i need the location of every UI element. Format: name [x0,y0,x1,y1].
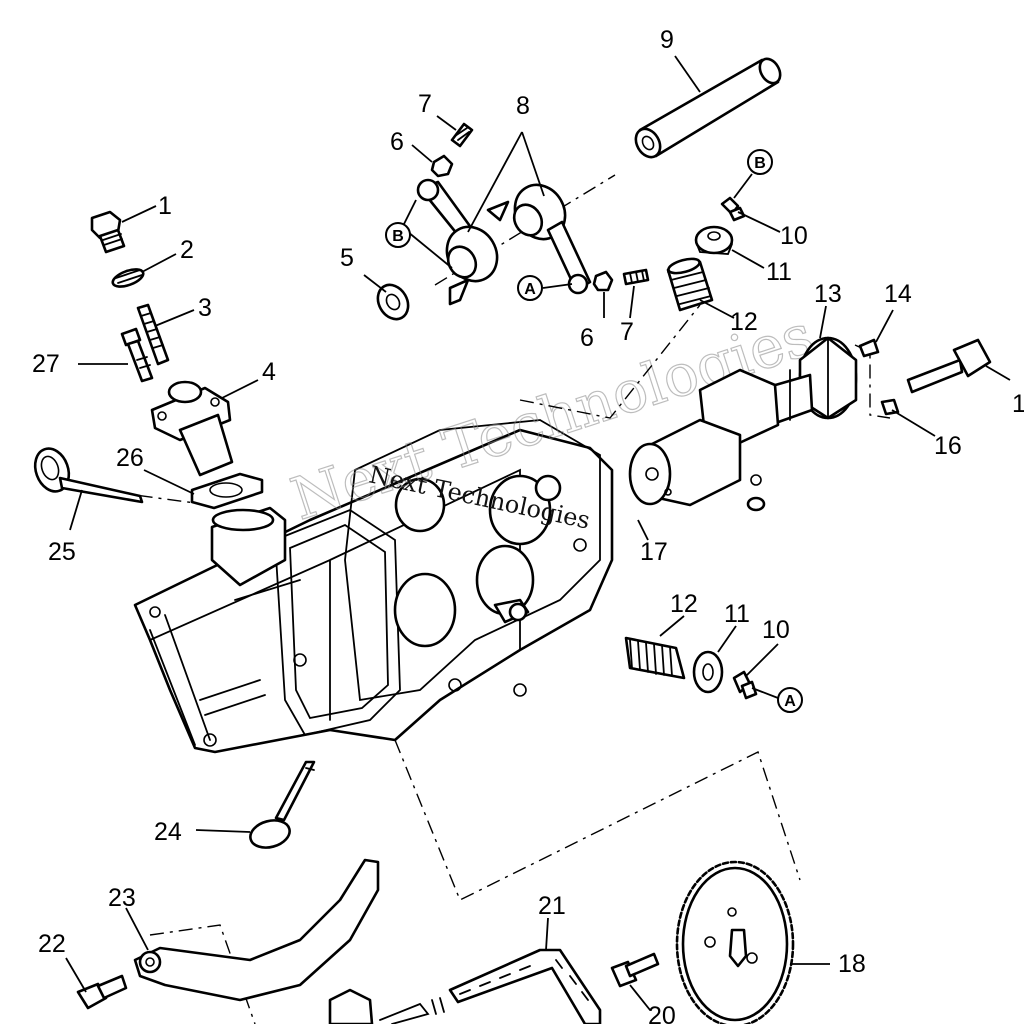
label-6-top: 6 [390,128,404,156]
label-6-right: 6 [580,324,594,352]
svg-text:B: B [754,155,766,172]
part-18-cam-sprocket [675,860,795,1024]
part-8-rocker-arm-left [416,178,499,306]
label-18: 18 [838,950,866,978]
label-9: 9 [660,26,674,54]
label-22: 22 [38,930,66,958]
leader-lines [65,55,1011,1011]
part-7-adjuster-screw-right [622,268,650,286]
label-2: 2 [180,236,194,264]
label-11-bottom: 11 [724,600,750,628]
part-10-valve-keeper-top [720,196,746,222]
ref-marker-a-top: A [517,275,543,301]
part-11-spring-retainer-bottom [692,650,724,694]
label-13: 13 [814,280,842,308]
part-8-rocker-arm-right [486,183,592,295]
label-1: 1 [158,192,172,220]
part-22-bolt [76,974,128,1010]
part-5-washer [376,283,410,321]
label-26: 26 [116,444,144,472]
svg-text:A: A [784,693,796,710]
part-6-locknut-top [430,154,454,178]
svg-text:A: A [524,281,536,298]
part-25-valve [33,447,144,504]
label-7-top: 7 [418,90,432,118]
label-8: 8 [516,92,530,120]
label-17: 17 [640,538,668,566]
ref-marker-b-left: B [385,222,411,248]
part-number-labels: 1 2 3 27 4 26 25 24 5 7 6 8 9 10 11 12 6… [32,26,1024,1024]
part-23-chain-guide [133,858,380,1002]
cylinder-head [133,419,614,754]
label-11-top: 11 [766,258,792,286]
label-25: 25 [48,538,76,566]
part-14-pin [858,338,880,358]
part-13-camshaft [628,336,858,512]
part-3-stud [136,303,170,366]
label-12-bottom: 12 [670,590,698,618]
label-24: 24 [154,818,182,846]
label-27: 27 [32,350,60,378]
part-26-gasket [190,472,264,510]
part-15-bolt [906,338,992,394]
svg-text:B: B [392,228,404,245]
label-21: 21 [538,892,566,920]
label-10-top: 10 [780,222,808,250]
label-23: 23 [108,884,136,912]
label-3: 3 [198,294,212,322]
part-7-adjuster-screw-top [450,122,474,148]
label-7-right: 7 [620,318,634,346]
label-20: 20 [648,1002,676,1024]
part-4-tensioner-housing [150,380,234,477]
part-6-locknut-right [592,270,614,292]
label-4: 4 [262,358,276,386]
part-20-bolt [610,952,660,988]
ref-marker-a-bottom: A [777,687,803,713]
part-11-spring-retainer-top [694,225,734,255]
label-5: 5 [340,244,354,272]
ref-marker-b-right: B [747,149,773,175]
label-16: 16 [934,432,962,460]
part-21-cam-chain [328,948,602,1024]
label-15: 1 [1012,390,1024,418]
part-1-bolt [90,210,126,254]
label-12-top: 12 [730,308,758,336]
part-27-bolt [120,327,154,383]
part-9-rocker-shaft [634,57,782,159]
part-12-valve-spring-bottom [624,636,686,680]
label-14: 14 [884,280,912,308]
part-2-seal [111,268,145,288]
reference-markers: B B A A [385,149,803,713]
part-10-valve-keeper-bottom [732,670,758,700]
label-10-bottom: 10 [762,616,790,644]
part-24-valve [249,760,316,849]
part-12-valve-spring-top [666,257,714,312]
